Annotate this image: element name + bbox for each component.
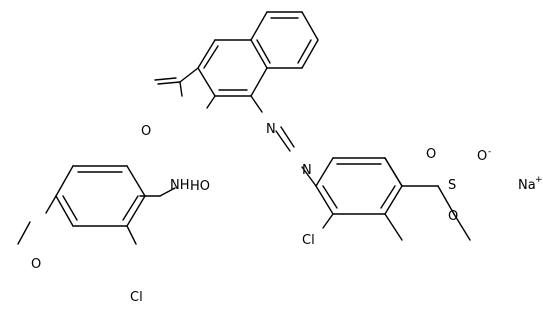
atom-label-sulfur: S [448,178,456,193]
bond [17,221,31,245]
atom-label-hydroxyl: HO [190,179,210,194]
bond [179,67,199,83]
atom-label-azo-n2: N [302,163,312,178]
bond [55,195,74,227]
bond [203,45,219,69]
bond [197,39,216,69]
bond [380,185,396,209]
bond [250,11,268,41]
bonds [139,11,471,241]
atom-label-sodium: Na [518,178,536,193]
bond [315,157,334,187]
bond [157,81,181,85]
bond [126,225,137,245]
bond [206,95,216,109]
bond [280,126,295,148]
atom-label-cl-left: Cl [130,290,143,305]
atom-charge-o-s3: - [488,147,491,157]
atom-label-o-s1: O [426,147,436,162]
bond [126,195,146,227]
bond [301,166,317,187]
atom-labels: O NH HO N N O Cl Cl S O O O - Na + [31,122,543,305]
bond [275,130,291,152]
bond [55,165,74,197]
atom-label-o-methoxy: O [31,257,41,272]
bond [197,67,216,97]
atom-label-cl-right: Cl [302,233,315,248]
bond [301,11,319,41]
bond [250,39,268,69]
bond [384,213,403,241]
bond [322,185,338,209]
bond [437,185,455,215]
bonds-simplified [17,165,146,245]
bond [453,213,471,241]
bond [126,165,146,197]
atom-label-azo-n1: N [266,122,276,137]
bond [159,187,176,197]
bond [154,77,177,81]
bond [179,81,183,97]
bond [250,95,263,113]
bond [315,185,334,215]
atom-label-o-s2: O [448,209,458,224]
bond [256,39,271,64]
bond [384,185,403,215]
bond [250,67,268,97]
bond [297,39,312,64]
bond [384,157,403,187]
atom-label-o-carbonyl: O [141,124,151,139]
atom-label-o-s3: O [477,149,487,164]
atom-label-nh: NH [170,178,190,193]
bond [322,213,334,229]
bond [62,195,78,221]
bond [301,39,319,69]
atom-charge-sodium: + [535,175,543,185]
bond [122,195,139,221]
bond [45,195,57,214]
